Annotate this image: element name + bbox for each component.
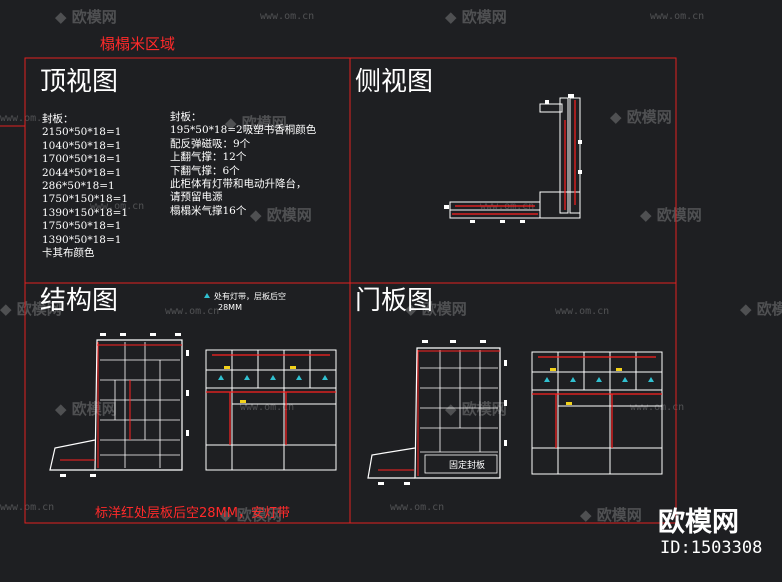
light-strip-gap: 28MM <box>218 303 242 312</box>
hardware-notes: 封板： 195*50*18=2吸塑书香桐颜色 配反弹磁吸：9个 上翻气撑：12个… <box>170 111 317 217</box>
side-view-elevation <box>449 97 581 219</box>
magenta-layer-note: 标洋红处层板后空28MM，安灯带 <box>95 506 290 521</box>
watermark-name: ◆ 欧模网 <box>55 400 117 418</box>
structure-plan-outline <box>49 339 183 471</box>
door-plan-grid <box>420 350 498 474</box>
watermark-url: www.om.cn <box>630 402 685 413</box>
fixed-panel-label: 固定封板 <box>449 461 486 471</box>
watermark-name: ◆ 欧模网 <box>445 8 507 26</box>
watermark-url: www.om.cn <box>165 306 220 317</box>
watermark-url: www.om.cn <box>390 502 445 513</box>
door-dim-ticks <box>378 340 507 485</box>
structure-elevation <box>205 349 337 471</box>
watermark-name: ◆ 欧模网 <box>405 300 467 318</box>
structure-elevation-arrows <box>204 293 328 380</box>
structure-elevation-red <box>206 354 336 445</box>
door-elevation <box>531 351 663 475</box>
watermark-name: ◆ 欧模网 <box>220 506 282 524</box>
side-view-heading: 侧视图 <box>355 67 434 97</box>
side-view-red-accents <box>452 100 576 215</box>
watermark-url: www.om.cn <box>555 306 610 317</box>
door-plan-red <box>378 350 500 476</box>
light-strip-note: 处有灯带，层板后空 <box>214 292 286 301</box>
watermark-name: ◆ 欧模网 <box>740 300 782 318</box>
door-elevation-red <box>532 356 662 448</box>
top-view-heading: 顶视图 <box>40 67 119 97</box>
watermark-url: www.om.cn <box>260 11 315 22</box>
side-view-marks <box>444 94 582 223</box>
sealing-board-list: 封板： 2150*50*18=1 1040*50*18=1 1700*50*18… <box>42 113 129 260</box>
watermark-name: ◆ 欧模网 <box>250 206 312 224</box>
watermark-name: ◆ 欧模网 <box>445 400 507 418</box>
door-view-heading: 门板图 <box>355 286 434 316</box>
door-elevation-arrows <box>544 377 654 382</box>
structure-view-heading: 结构图 <box>40 286 119 316</box>
structure-elevation-lights <box>224 366 296 403</box>
watermark-name: ◆ 欧模网 <box>640 206 702 224</box>
watermark-name: ◆ 欧模网 <box>610 108 672 126</box>
brand-name: 欧模网 <box>658 507 739 538</box>
watermark-url: www.om.cn <box>0 502 55 513</box>
watermark-url: www.om.cn <box>650 11 705 22</box>
watermark-name: ◆ 欧模网 <box>225 114 287 132</box>
brand-id: ID:1503308 <box>660 538 763 558</box>
watermark-name: ◆ 欧模网 <box>0 300 62 318</box>
watermark-url: www.om.cn <box>240 402 295 413</box>
region-title: 榻榻米区域 <box>100 35 176 53</box>
watermark-url: www.om.cn <box>90 201 145 212</box>
watermark-url: www.om.cn <box>0 113 55 124</box>
structure-plan-red <box>60 342 182 468</box>
watermark-name: ◆ 欧模网 <box>55 8 117 26</box>
watermark-name: ◆ 欧模网 <box>580 506 642 524</box>
door-elevation-lights <box>550 368 622 405</box>
structure-dim-ticks <box>60 333 189 477</box>
layout-frame <box>0 57 677 524</box>
structure-plan-grid <box>100 342 180 468</box>
door-plan-outline <box>367 347 501 479</box>
